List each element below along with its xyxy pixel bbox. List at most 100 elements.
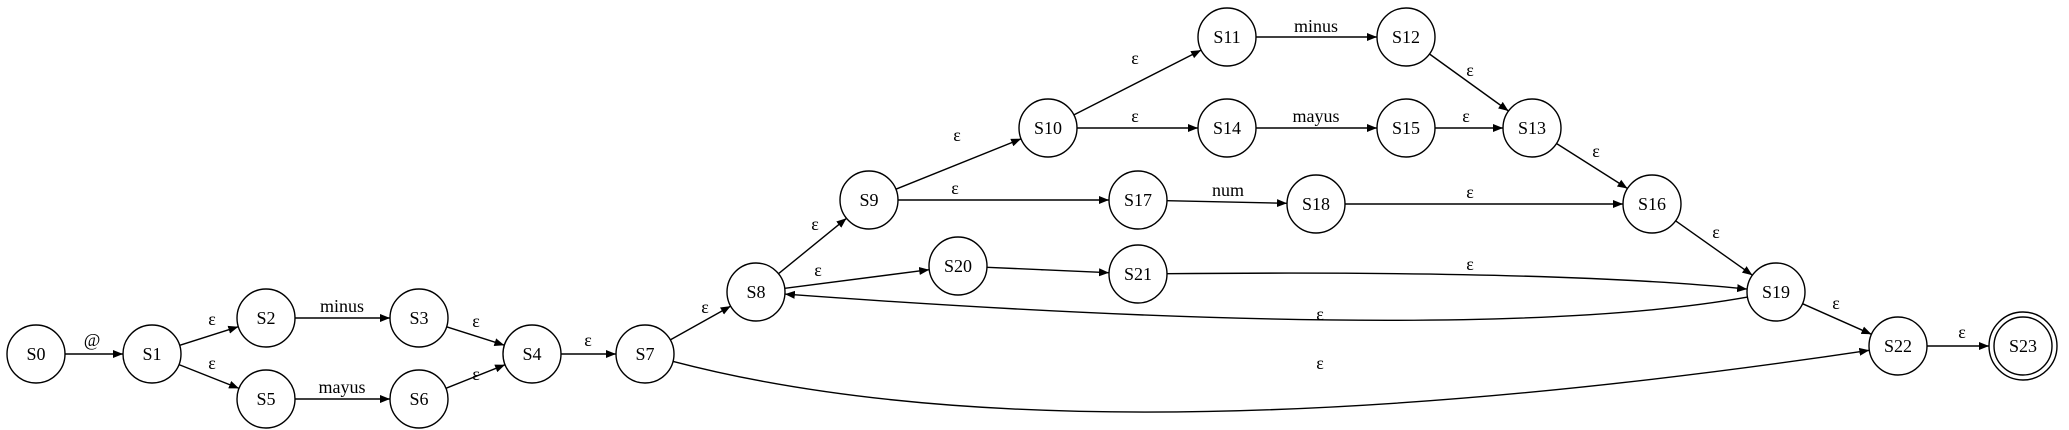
edge-s3-s4: ε (446, 311, 505, 346)
state-s20: S20 (928, 236, 988, 296)
state-label: S21 (1124, 264, 1152, 284)
edge-label: ε (701, 297, 709, 317)
state-label: S7 (635, 344, 654, 364)
edge-s20-s21: _ (986, 252, 1110, 277)
state-label: S15 (1392, 118, 1420, 138)
state-circle (1622, 174, 1682, 234)
edge-s14-s15: mayus (1256, 106, 1377, 132)
edge-label: ε (1131, 106, 1139, 126)
edge-s10-s14: ε (1077, 106, 1198, 132)
edge-arrow (784, 267, 930, 289)
edge-label: ε (814, 260, 822, 280)
edge-s2-s3: minus (295, 296, 390, 322)
edge-s22-s23: ε (1927, 322, 1989, 350)
state-s7: S7 (615, 324, 675, 384)
edge-s12-s13: ε (1429, 53, 1509, 112)
state-label: S3 (409, 308, 428, 328)
state-circle (122, 324, 182, 384)
state-label: S22 (1884, 336, 1912, 356)
edge-arrow (895, 138, 1022, 190)
edge-arrow (1429, 53, 1509, 112)
state-circle (1018, 98, 1078, 158)
edge-s7-s22: ε (672, 347, 1870, 413)
edge-label: ε (1131, 48, 1139, 68)
edge-s9-s10: ε (895, 125, 1022, 190)
edge-s11-s12: minus (1256, 16, 1377, 41)
edge-s1-s5: ε (178, 353, 240, 390)
state-s5: S5 (236, 369, 296, 429)
state-circle (1286, 174, 1346, 234)
edge-s9-s17: ε (898, 178, 1109, 204)
edge-arrow (986, 266, 1110, 277)
state-label: S23 (2009, 336, 2037, 356)
edge-s13-s16: ε (1556, 141, 1628, 190)
edge-label: ε (1466, 60, 1474, 80)
state-label: S19 (1762, 282, 1790, 302)
edges-layer: @εεminusmayusεεεεεεεεεεεminusmayusεεεnum… (65, 16, 1989, 413)
state-circle (726, 262, 786, 322)
state-label: S0 (26, 344, 45, 364)
edge-s6-s4: ε (445, 364, 506, 389)
state-circle (236, 288, 296, 348)
state-label: S4 (522, 344, 541, 364)
edge-label: num (1212, 180, 1244, 200)
edge-s17-s18: num (1166, 180, 1288, 208)
edge-label: ε (472, 311, 480, 331)
edge-label: @ (84, 330, 101, 350)
state-circle (6, 324, 66, 384)
edge-arrow (179, 325, 239, 346)
state-label: S6 (409, 389, 428, 409)
state-circle (615, 324, 675, 384)
edge-s5-s6: mayus (295, 377, 390, 403)
edge-s19-s8: ε (784, 290, 1748, 324)
state-s16: S16 (1622, 174, 1682, 234)
edge-s1-s2: ε (179, 309, 239, 346)
state-circle (389, 288, 449, 348)
edge-s7-s8: ε (669, 297, 732, 341)
state-s11: S11 (1197, 7, 1257, 67)
edge-arrow (1556, 142, 1628, 190)
edge-label: ε (1462, 106, 1470, 126)
edge-label: mayus (1293, 106, 1340, 126)
edge-label: ε (584, 330, 592, 350)
edge-s4-s7: ε (561, 330, 616, 358)
state-label: S11 (1213, 27, 1240, 47)
state-s6: S6 (389, 369, 449, 429)
state-s9: S9 (839, 170, 899, 230)
state-s17: S17 (1108, 170, 1168, 230)
state-s4: S4 (502, 324, 562, 384)
state-label: S9 (859, 190, 878, 210)
edge-arrow (669, 305, 732, 341)
edge-arrow (1802, 303, 1872, 335)
edge-label: ε (1958, 322, 1966, 342)
edge-label: minus (1294, 16, 1338, 36)
edge-s8-s20: ε (784, 260, 930, 289)
edge-arrow (784, 290, 1748, 321)
edge-s8-s9: ε (778, 214, 847, 275)
state-label: S5 (256, 389, 275, 409)
state-circle (502, 324, 562, 384)
state-s18: S18 (1286, 174, 1346, 234)
edge-label: _ (1041, 252, 1052, 272)
state-label: S14 (1213, 118, 1241, 138)
edge-arrow (178, 363, 240, 390)
state-circle (1197, 98, 1257, 158)
state-circle (1746, 262, 1806, 322)
edge-arrow (672, 347, 1870, 413)
edge-s19-s22: ε (1802, 293, 1872, 335)
edge-arrow (1166, 199, 1288, 208)
edge-s15-s13: ε (1435, 106, 1503, 132)
state-s3: S3 (389, 288, 449, 348)
state-label: S20 (944, 256, 972, 276)
edge-label: ε (1712, 222, 1720, 242)
state-circle (1108, 170, 1168, 230)
state-s12: S12 (1376, 7, 1436, 67)
state-circle (389, 369, 449, 429)
edge-s0-s1: @ (65, 330, 123, 358)
edge-s10-s11: ε (1073, 48, 1202, 116)
edge-label: ε (1316, 304, 1324, 324)
edge-label: ε (208, 353, 216, 373)
state-circle (839, 170, 899, 230)
state-s10: S10 (1018, 98, 1078, 158)
